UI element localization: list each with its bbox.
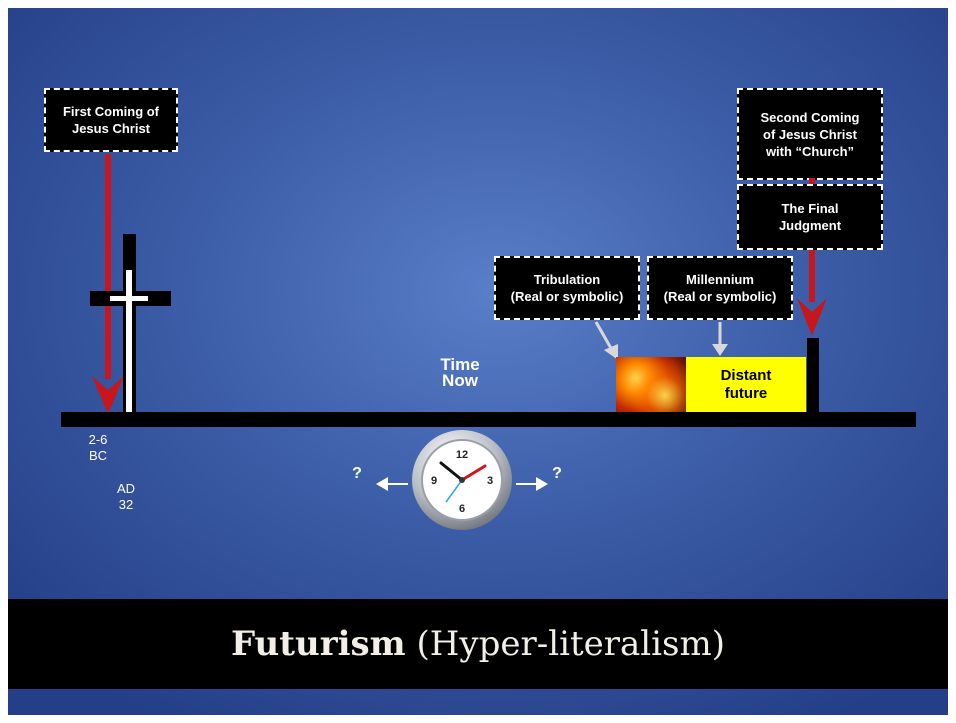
second-coming-arrow	[797, 178, 827, 336]
tribulation-fire-glow	[616, 357, 686, 412]
clock-icon: 12 3 6 9	[376, 430, 548, 530]
svg-text:12: 12	[456, 449, 468, 461]
question-left: ?	[352, 465, 362, 482]
first-coming-label: First Coming of Jesus Christ	[44, 88, 178, 152]
time-now-label: Time Now	[440, 355, 480, 390]
date-ad-label: AD 32	[116, 481, 136, 512]
second-coming-label: Second Coming of Jesus Christ with “Chur…	[737, 88, 883, 180]
distant-future-box: Distant future	[686, 357, 806, 412]
title-band: Futurism (Hyper-literalism)	[8, 599, 948, 689]
tribulation-pointer-arrow	[594, 321, 618, 360]
date-bc-label: 2-6 BC	[88, 432, 108, 463]
millennium-pointer-arrow	[712, 322, 728, 356]
final-judgment-label: The Final Judgment	[737, 184, 883, 250]
svg-text:9: 9	[431, 475, 437, 487]
slide: First Coming of Jesus Christ 2-6 BC AD 3…	[8, 8, 948, 715]
title-main: Futurism	[231, 624, 406, 664]
millennium-label: Millennium (Real or symbolic)	[647, 256, 793, 320]
svg-text:3: 3	[487, 475, 493, 487]
question-right: ?	[552, 465, 562, 482]
svg-text:6: 6	[459, 503, 465, 515]
title-sub: (Hyper-literalism)	[416, 624, 725, 664]
first-coming-arrow	[92, 154, 124, 414]
cross-icon	[90, 234, 171, 414]
tribulation-label: Tribulation (Real or symbolic)	[494, 256, 640, 320]
timeline-bar	[61, 412, 916, 427]
end-post	[807, 338, 819, 413]
